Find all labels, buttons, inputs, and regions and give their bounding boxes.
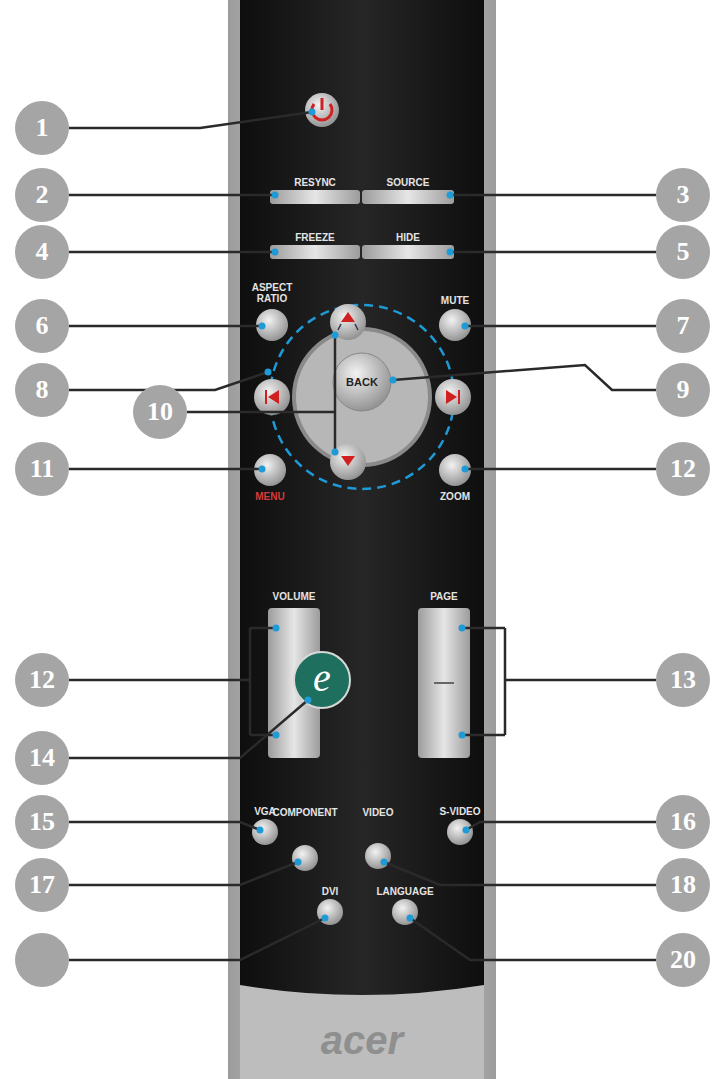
callout-number: 15 xyxy=(15,795,69,849)
callout-number: 3 xyxy=(656,168,710,222)
callout-number: 18 xyxy=(656,858,710,912)
button-label: VIDEO xyxy=(362,807,393,818)
callout-number: 12 xyxy=(15,653,69,707)
callout-number: 16 xyxy=(656,795,710,849)
button-label: ASPECT RATIO xyxy=(246,282,298,304)
callout-number: 7 xyxy=(656,299,710,353)
button-label: VOLUME xyxy=(273,591,316,602)
callout-number: 17 xyxy=(15,858,69,912)
callout-number: 1 xyxy=(15,101,69,155)
button-label: BACK xyxy=(346,376,378,388)
logo-mark: e xyxy=(313,656,331,700)
callout-number: 8 xyxy=(15,363,69,417)
button-label: ZOOM xyxy=(440,491,470,502)
callout-number: 6 xyxy=(15,299,69,353)
callout-number: 9 xyxy=(656,363,710,417)
callout-number: 5 xyxy=(656,225,710,279)
button-label: FREEZE xyxy=(295,232,334,243)
button-label: S-VIDEO xyxy=(439,806,480,817)
callout-number: 4 xyxy=(15,225,69,279)
callout-number: 2 xyxy=(15,168,69,222)
callout-number: 12 xyxy=(656,442,710,496)
button-label: DVI xyxy=(322,886,339,897)
callout-number: 10 xyxy=(133,385,187,439)
button-label: COMPONENT xyxy=(273,807,338,818)
button-label: MENU xyxy=(255,491,284,502)
callout-number: 11 xyxy=(15,442,69,496)
callout-number: 14 xyxy=(15,731,69,785)
button-label: PAGE xyxy=(430,591,458,602)
brand-logo: acer xyxy=(321,1018,403,1063)
callout-number: 13 xyxy=(656,653,710,707)
callout-number: 20 xyxy=(656,933,710,987)
button-label: SOURCE xyxy=(387,177,430,188)
button-label: LANGUAGE xyxy=(376,886,433,897)
button-label: HIDE xyxy=(396,232,420,243)
button-label: MUTE xyxy=(441,295,469,306)
button-label: RESYNC xyxy=(294,177,336,188)
